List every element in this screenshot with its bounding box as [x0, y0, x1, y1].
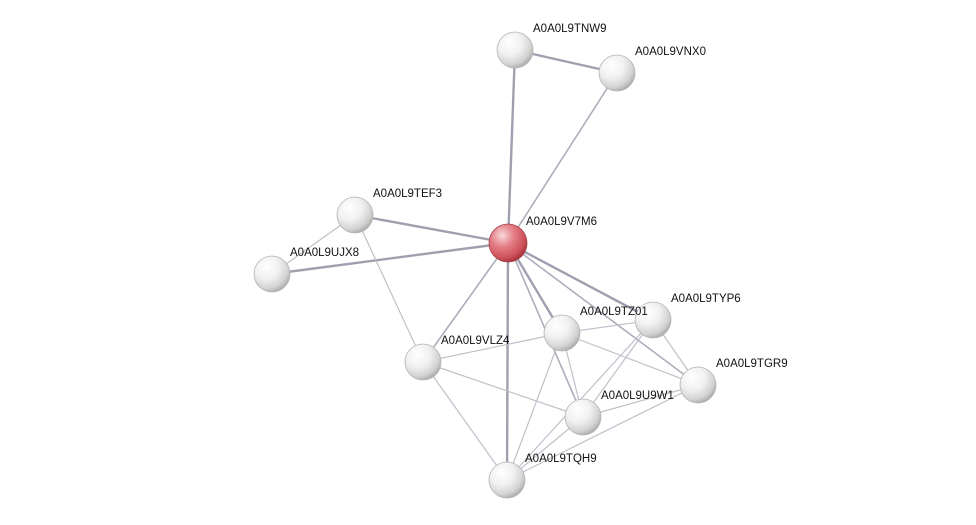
protein-bubble[interactable]: [564, 398, 602, 436]
node-label: A0A0L9V7M6: [526, 216, 597, 228]
edge-a0a0l9v7m6-a0a0l9vnx0: [507, 72, 618, 244]
protein-bubble[interactable]: [253, 255, 291, 293]
edge-a0a0l9v7m6-a0a0l9vlz4: [422, 242, 509, 363]
edge-a0a0l9typ6-a0a0l9u9w1: [582, 319, 654, 418]
node-label: A0A0L9TGR9: [716, 358, 788, 370]
node-label: A0A0L9TYP6: [671, 293, 741, 305]
edge-a0a0l9tgr9-a0a0l9u9w1: [582, 384, 699, 418]
protein-bubble[interactable]: [634, 301, 672, 339]
node-label: A0A0L9TZ01: [580, 306, 648, 318]
node-label: A0A0L9UJX8: [290, 247, 359, 259]
edge-a0a0l9tef3-a0a0l9vlz4: [354, 214, 424, 363]
edge-a0a0l9v7m6-a0a0l9tef3: [353, 213, 510, 245]
protein-bubble[interactable]: [336, 196, 374, 234]
query-protein-bubble[interactable]: [488, 223, 528, 263]
node-label: A0A0L9TNW9: [533, 23, 607, 35]
node-label: A0A0L9VNX0: [635, 46, 706, 58]
protein-bubble[interactable]: [404, 343, 442, 381]
protein-bubble[interactable]: [679, 366, 717, 404]
node-label: A0A0L9U9W1: [601, 390, 674, 402]
protein-bubble[interactable]: [488, 461, 526, 499]
node-label: A0A0L9TQH9: [525, 453, 597, 465]
edge-a0a0l9vlz4-a0a0l9tz01: [422, 332, 563, 363]
edge-a0a0l9v7m6-a0a0l9typ6: [506, 241, 655, 322]
node-a0a0l9tef3[interactable]: A0A0L9TEF3: [336, 188, 442, 234]
protein-bubble[interactable]: [496, 31, 534, 69]
node-a0a0l9ujx8[interactable]: A0A0L9UJX8: [253, 247, 359, 293]
edge-a0a0l9tgr9-a0a0l9tqh9: [506, 384, 699, 481]
node-a0a0l9tnw9[interactable]: A0A0L9TNW9: [496, 23, 607, 69]
edge-a0a0l9vlz4-a0a0l9u9w1: [422, 361, 584, 418]
protein-bubble[interactable]: [543, 314, 581, 352]
edge-a0a0l9v7m6-a0a0l9ujx8: [270, 241, 510, 276]
edge-a0a0l9v7m6-a0a0l9tqh9: [505, 241, 510, 482]
edge-a0a0l9v7m6-a0a0l9tgr9: [507, 242, 699, 386]
protein-bubble[interactable]: [598, 54, 636, 92]
node-a0a0l9vlz4[interactable]: A0A0L9VLZ4: [404, 335, 510, 381]
edge-a0a0l9v7m6-a0a0l9tnw9: [506, 48, 517, 245]
edges-layer: [270, 48, 699, 482]
node-a0a0l9tqh9[interactable]: A0A0L9TQH9: [488, 453, 597, 499]
node-a0a0l9tz01[interactable]: A0A0L9TZ01: [543, 306, 648, 352]
edge-a0a0l9vlz4-a0a0l9tqh9: [422, 361, 508, 481]
node-a0a0l9v7m6[interactable]: A0A0L9V7M6: [488, 216, 597, 263]
edge-a0a0l9tz01-a0a0l9tgr9: [561, 332, 699, 386]
node-a0a0l9typ6[interactable]: A0A0L9TYP6: [634, 293, 741, 339]
node-label: A0A0L9VLZ4: [441, 335, 510, 347]
node-a0a0l9u9w1[interactable]: A0A0L9U9W1: [564, 390, 674, 436]
node-label: A0A0L9TEF3: [373, 188, 442, 200]
edge-a0a0l9tz01-a0a0l9tqh9: [506, 332, 563, 481]
nodes-layer: A0A0L9V7M6 A0A0L9TNW9A0A0L9VNX0A0A0L9TEF3…: [253, 23, 788, 499]
node-a0a0l9vnx0[interactable]: A0A0L9VNX0: [598, 46, 706, 92]
node-a0a0l9tgr9[interactable]: A0A0L9TGR9: [679, 358, 788, 404]
